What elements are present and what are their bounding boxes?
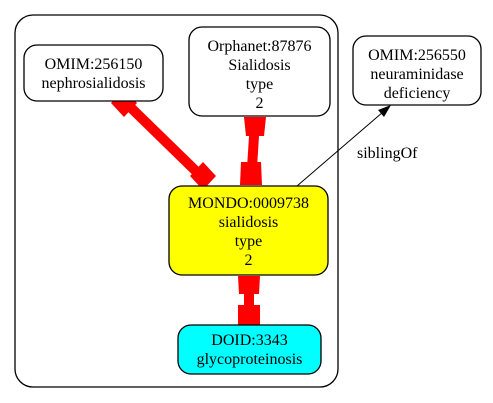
node-label-line: type <box>235 233 263 250</box>
node-box <box>177 324 322 375</box>
cluster-box <box>14 14 339 388</box>
node-label-line: sialidosis <box>219 214 279 231</box>
node-box <box>188 26 331 117</box>
edge-omim256150-arrow-top <box>111 88 137 117</box>
sibling-arrowhead <box>378 105 391 117</box>
node-label-line: Sialidosis <box>228 57 290 74</box>
node-box <box>23 44 164 102</box>
node-label-line: neuraminidase <box>370 66 463 83</box>
node-label-line: Orphanet:87876 <box>208 38 312 55</box>
node-label-line: glycoproteinosis <box>197 351 303 368</box>
node-label-line: OMIM:256550 <box>368 47 466 64</box>
node-box <box>352 35 482 106</box>
node-label-line: 2 <box>245 252 253 269</box>
node-omim-256150[interactable]: OMIM:256150 nephrosialidosis <box>23 44 164 102</box>
node-label-line: MONDO:0009738 <box>188 195 309 212</box>
node-doid-3343[interactable]: DOID:3343 glycoproteinosis <box>177 324 322 375</box>
sibling-edge: siblingOf <box>296 105 418 187</box>
node-omim-256550[interactable]: OMIM:256550 neuraminidase deficiency <box>352 35 482 106</box>
edge-doid-arrow-top <box>238 276 260 294</box>
node-label-line: nephrosialidosis <box>42 75 146 92</box>
node-mondo-0009738[interactable]: MONDO:0009738 sialidosis type 2 <box>168 185 329 276</box>
node-label-line: DOID:3343 <box>211 332 287 349</box>
edge-omim256150-arrow-bottom <box>190 162 216 190</box>
equivalence-edges <box>111 88 266 326</box>
node-label-line: 2 <box>256 95 264 112</box>
node-label-line: OMIM:256150 <box>45 56 143 73</box>
edge-orphanet-arrow-bottom <box>240 162 262 185</box>
node-label-line: deficiency <box>384 85 451 102</box>
node-box <box>168 185 329 276</box>
sibling-label: siblingOf <box>357 145 418 162</box>
edge-doid-arrow-bottom <box>238 305 260 326</box>
edge-orphanet-arrow-top <box>244 117 266 136</box>
edge-omim256150-mondo <box>120 97 207 182</box>
node-label-line: type <box>246 76 274 93</box>
node-orphanet-87876[interactable]: Orphanet:87876 Sialidosis type 2 <box>188 26 331 117</box>
